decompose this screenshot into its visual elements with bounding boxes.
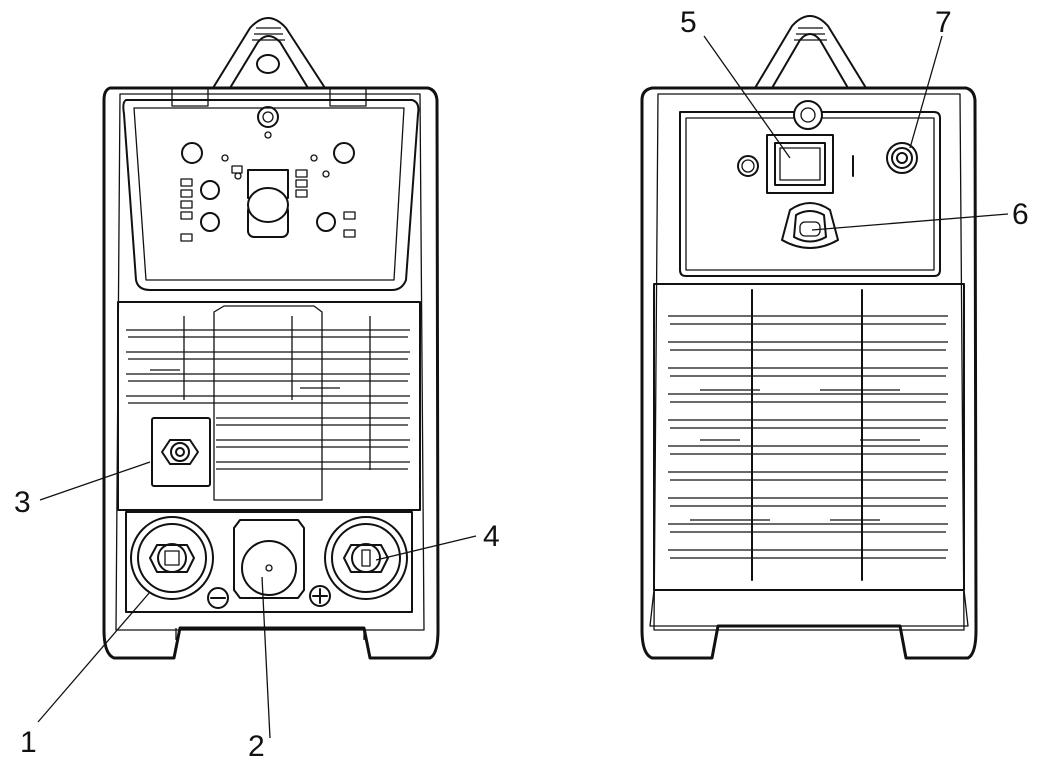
callout-4: 4 — [483, 520, 500, 553]
panel-hinge-right — [329, 87, 367, 107]
front-control-panel — [122, 87, 420, 291]
leader-line-4 — [375, 535, 477, 561]
control-knob-top — [247, 187, 289, 223]
rear-handle — [754, 15, 867, 89]
callout-1: 1 — [20, 726, 37, 759]
callout-7: 7 — [935, 6, 952, 39]
front-handle — [212, 17, 326, 89]
callout-2: 2 — [248, 730, 265, 762]
leader-line-6 — [811, 213, 1009, 231]
rear-body-outline — [640, 86, 978, 660]
front-body-outline — [102, 86, 440, 660]
panel-hinge-left — [171, 87, 209, 107]
leader-lines — [37, 35, 1009, 739]
power-switch-icon — [766, 134, 854, 194]
rear-plate — [679, 100, 941, 277]
front-terminal-panel — [125, 511, 413, 613]
rear-screw-icon — [793, 100, 823, 130]
leader-line-7 — [909, 35, 943, 149]
gas-connector-3 — [151, 417, 211, 487]
rear-view — [640, 15, 978, 660]
panel-screw-icon — [257, 106, 279, 128]
fuse-holder-icon — [886, 142, 918, 174]
leader-line-1 — [37, 591, 151, 723]
minus-marker-icon — [207, 587, 229, 609]
front-view — [102, 17, 440, 660]
leader-line-5 — [703, 35, 791, 159]
output-socket-plus-icon — [324, 516, 408, 600]
callout-labels: 1 2 3 4 5 6 7 — [14, 6, 1029, 762]
callout-3: 3 — [14, 486, 31, 519]
nut-hex-icon — [161, 439, 199, 465]
front-grille — [117, 301, 421, 511]
callout-5: 5 — [680, 6, 697, 39]
rear-lamp-icon — [737, 155, 759, 177]
rear-body-inner-edge — [653, 93, 965, 631]
panel-led-icon — [333, 142, 355, 164]
panel-led-icon — [181, 142, 203, 164]
plus-marker-icon — [309, 585, 331, 607]
callout-6: 6 — [1012, 198, 1029, 231]
rear-grille — [649, 283, 969, 627]
output-socket-minus-icon — [130, 516, 214, 600]
control-socket-icon — [233, 519, 305, 599]
leader-line-3 — [39, 461, 151, 501]
leader-line-2 — [261, 576, 271, 739]
cable-gland-icon — [781, 202, 839, 249]
